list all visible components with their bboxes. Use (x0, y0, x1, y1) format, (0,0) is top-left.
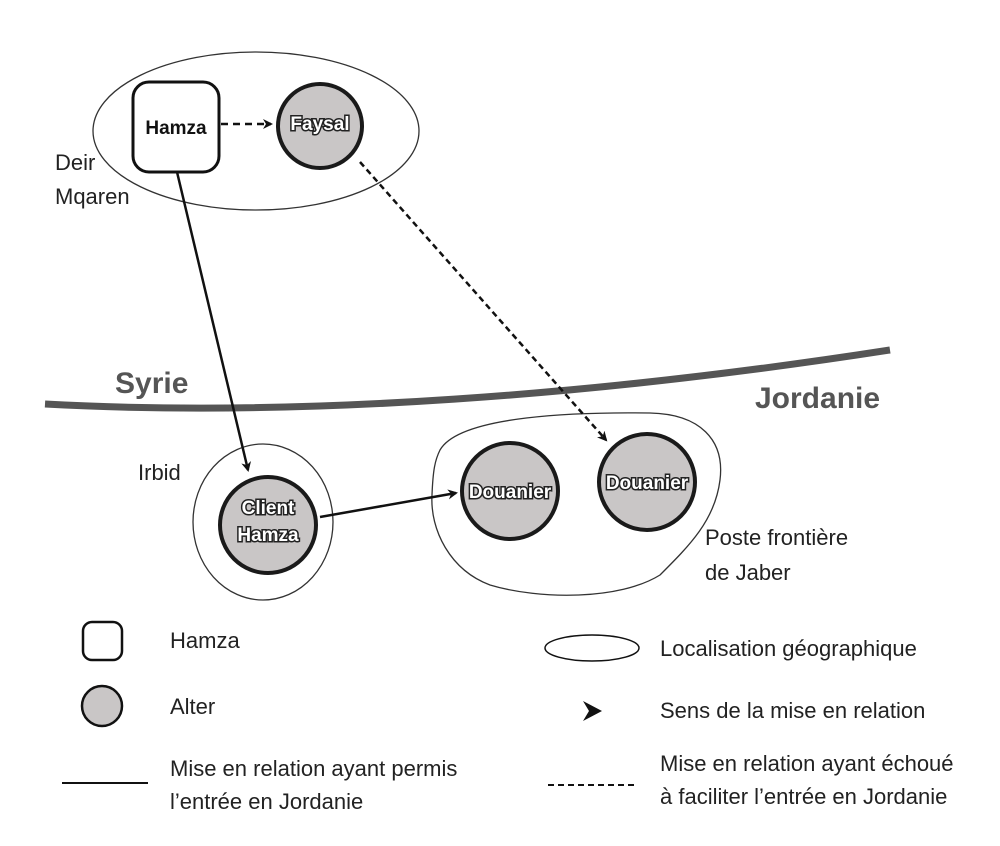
node-faysal-label: Faysal (290, 114, 349, 135)
legend-dashed-label: Mise en relation ayant échoué (660, 751, 954, 776)
legend-zone-icon (544, 634, 640, 662)
edge-client-douanier (319, 489, 458, 519)
legend-direction-label: Sens de la mise en relation (660, 698, 925, 723)
legend-arrow-icon (583, 701, 602, 721)
legend-hamza-label: Hamza (170, 628, 240, 653)
node-douanier-1-label: Douanier (469, 482, 552, 503)
legend-alter-label: Alter (170, 694, 215, 719)
legend-dashed-label-2: à faciliter l’entrée en Jordanie (660, 784, 947, 809)
country-syrie: Syrie (115, 367, 188, 400)
node-faysal (276, 82, 364, 170)
node-client-hamza (218, 475, 318, 575)
zone-jaber (431, 412, 722, 596)
legend-solid-label-2: l’entrée en Jordanie (170, 789, 363, 814)
node-client-label-2: Hamza (237, 525, 299, 546)
zone-irbid (192, 443, 334, 601)
node-hamza (131, 80, 221, 174)
zone-deir-mqaren (92, 51, 420, 211)
zone-label-irbid: Irbid (138, 460, 181, 485)
border-line (44, 346, 891, 412)
node-hamza-label: Hamza (145, 118, 207, 139)
node-douanier-2-label: Douanier (606, 473, 689, 494)
zone-label-deir: Deir (55, 150, 95, 175)
node-douanier-1 (460, 441, 560, 541)
legend-zone-label: Localisation géographique (660, 636, 917, 661)
node-douanier-2 (597, 432, 697, 532)
zone-label-jaber: de Jaber (705, 560, 791, 585)
legend-alter-icon (80, 684, 124, 728)
zone-label-mqaren: Mqaren (55, 184, 130, 209)
edge-hamza-client (175, 171, 252, 472)
country-jordanie: Jordanie (755, 382, 880, 415)
node-client-label: Client (242, 498, 295, 519)
edge-faysal-douanier (359, 161, 608, 442)
zone-label-poste: Poste frontière (705, 525, 848, 550)
legend: Hamza Alter Mise en relation ayant permi… (62, 620, 954, 814)
legend-solid-label: Mise en relation ayant permis (170, 756, 457, 781)
legend-hamza-icon (81, 620, 124, 662)
